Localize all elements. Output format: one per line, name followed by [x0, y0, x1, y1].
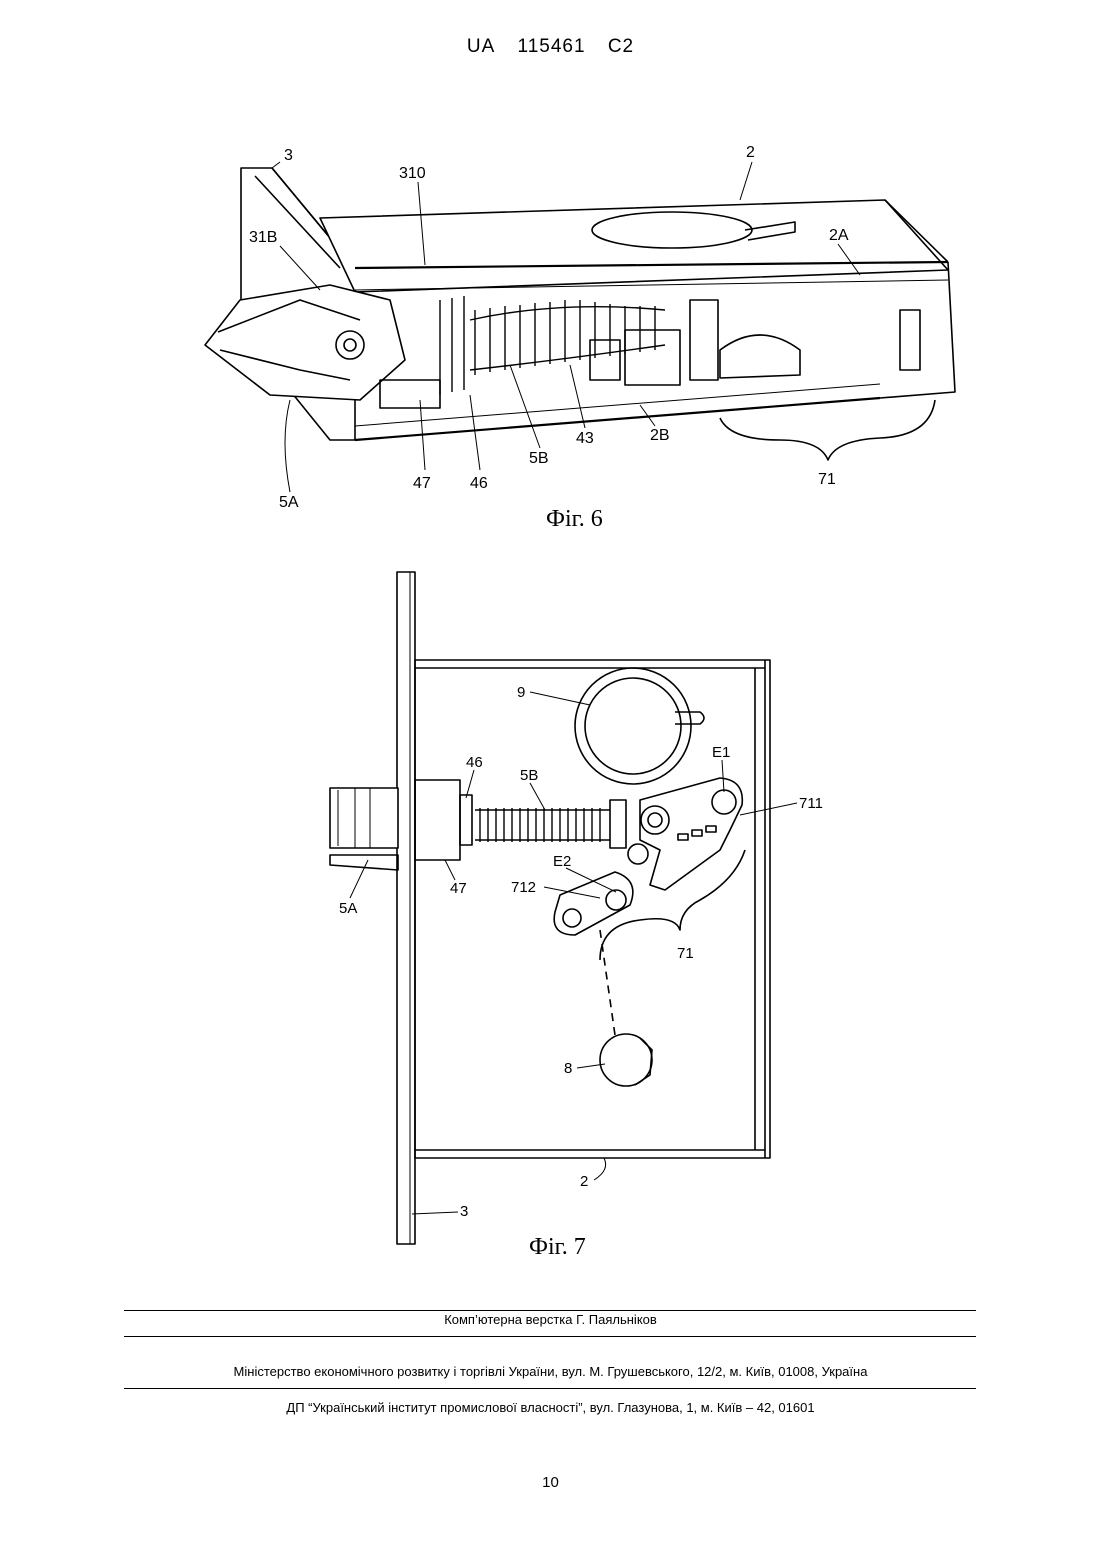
fig6-label-46: 46 — [470, 475, 488, 492]
fig7-label-9: 9 — [517, 684, 525, 701]
fig7-label-711: 711 — [799, 795, 823, 812]
footer-rule-top — [124, 1310, 976, 1311]
fig7-label-3: 3 — [460, 1203, 468, 1220]
fig6-label-31B: 31B — [249, 229, 277, 246]
footer-rule-bottom — [124, 1388, 976, 1389]
footer-rule-middle — [124, 1336, 976, 1337]
fig6-label-2A: 2A — [829, 227, 849, 244]
figure-7-caption: Фіг. 7 — [529, 1234, 586, 1261]
fig6-label-5A: 5A — [279, 494, 299, 510]
fig7-label-47: 47 — [450, 880, 467, 897]
footer-institute-address: ДП “Український інститут промислової вла… — [0, 1400, 1101, 1415]
header-country: UA — [467, 36, 495, 57]
fig7-label-E2: E2 — [553, 853, 571, 870]
fig6-label-310: 310 — [399, 165, 426, 182]
page-number: 10 — [0, 1474, 1101, 1491]
header-number: 115461 — [518, 36, 586, 57]
figure-6-drawing: 3 310 2 31B 2A 5A 47 46 5B 43 2B 71 — [0, 130, 1101, 510]
fig6-label-47: 47 — [413, 475, 431, 492]
fig6-label-2: 2 — [746, 144, 755, 161]
header-kind: C2 — [608, 36, 634, 57]
fig6-label-71: 71 — [818, 471, 836, 488]
fig6-label-3: 3 — [284, 147, 293, 164]
fig7-label-E1: E1 — [712, 744, 730, 761]
fig7-label-8: 8 — [564, 1060, 572, 1077]
fig7-label-46: 46 — [466, 754, 483, 771]
fig6-label-2B: 2B — [650, 427, 670, 444]
fig6-label-5B: 5B — [529, 450, 549, 467]
footer-layout-credit: Комп’ютерна верстка Г. Паяльніков — [0, 1312, 1101, 1327]
footer-ministry-address: Міністерство економічного розвитку і тор… — [0, 1364, 1101, 1379]
fig7-label-71: 71 — [677, 945, 694, 962]
figure-7-drawing: 9 E1 711 46 5B E2 712 47 5A 71 8 2 3 — [0, 560, 1101, 1250]
fig7-label-5B: 5B — [520, 767, 538, 784]
patent-header: UA 115461 C2 — [0, 36, 1101, 58]
fig6-label-43: 43 — [576, 430, 594, 447]
fig7-label-5A: 5A — [339, 900, 357, 917]
fig7-label-712: 712 — [511, 879, 536, 896]
figure-6-caption: Фіг. 6 — [546, 506, 603, 533]
fig7-label-2: 2 — [580, 1173, 588, 1190]
